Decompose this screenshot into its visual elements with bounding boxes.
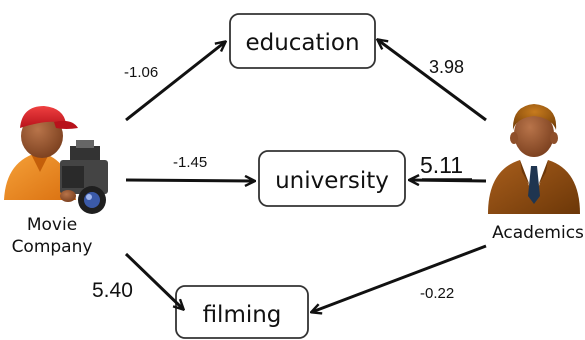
- arrow-movie-filming: [124, 252, 183, 309]
- node-filming-label: filming: [203, 302, 282, 328]
- node-university-label: university: [275, 168, 389, 194]
- node-university: university: [258, 150, 406, 207]
- node-education-label: education: [245, 30, 359, 56]
- weight-academics-education: 3.98: [429, 57, 464, 77]
- arrow-movie-university: [125, 180, 254, 181]
- cameraman-icon: [4, 106, 108, 214]
- actor-left-label-line2: Company: [12, 237, 93, 257]
- weight-movie-education: -1.06: [124, 64, 158, 81]
- actor-right-label: Academics: [492, 223, 584, 243]
- weight-academics-university: 5.11: [420, 152, 463, 178]
- weight-academics-filming: -0.22: [420, 285, 454, 302]
- arrow-academics-university: [410, 180, 487, 181]
- weight-movie-filming: 5.40: [92, 279, 133, 302]
- actor-left-label-line1: Movie: [27, 215, 77, 235]
- weight-movie-university: -1.45: [173, 154, 207, 171]
- arrow-academics-filming: [312, 244, 487, 312]
- arrow-academics-education: [378, 40, 487, 122]
- node-education: education: [229, 13, 376, 69]
- node-filming: filming: [175, 285, 309, 339]
- businessman-icon: [488, 104, 580, 214]
- arrow-movie-education: [125, 42, 225, 122]
